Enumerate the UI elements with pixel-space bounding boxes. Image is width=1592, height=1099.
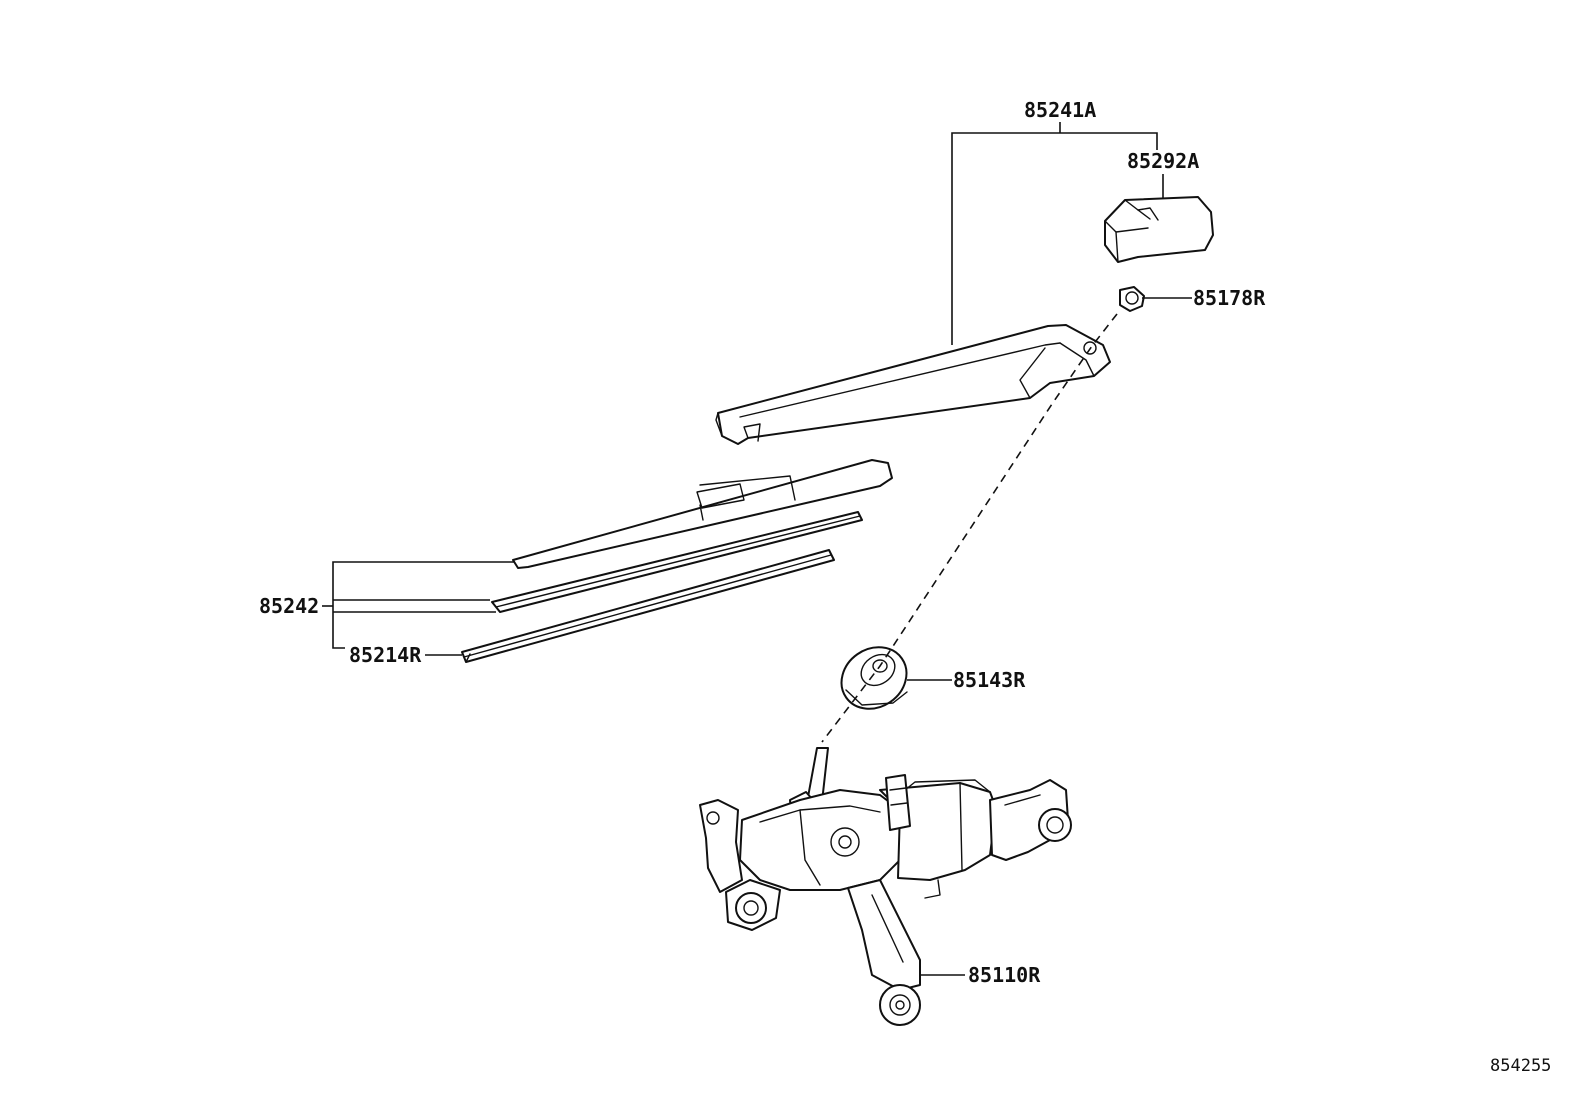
label-85214R: 85214R (349, 643, 422, 667)
label-85143R: 85143R (953, 668, 1026, 692)
wiper-motor[interactable] (699, 747, 1072, 1026)
wiper-grommet[interactable] (830, 635, 919, 722)
wiper-arm-cap[interactable] (1104, 196, 1214, 263)
wiper-arm[interactable] (715, 324, 1111, 445)
wiper-blade-rubber[interactable] (461, 549, 835, 663)
label-85110R: 85110R (968, 963, 1041, 987)
label-85242: 85242 (259, 594, 319, 618)
figure-reference-number: 854255 (1490, 1056, 1551, 1076)
label-85178R: 85178R (1193, 286, 1266, 310)
label-85292A: 85292A (1127, 149, 1199, 173)
leader-lines (322, 122, 1192, 976)
wiper-arm-nut[interactable] (1119, 286, 1145, 312)
label-85241A: 85241A (1024, 98, 1096, 122)
wiper-blade-assembly[interactable] (491, 459, 893, 613)
